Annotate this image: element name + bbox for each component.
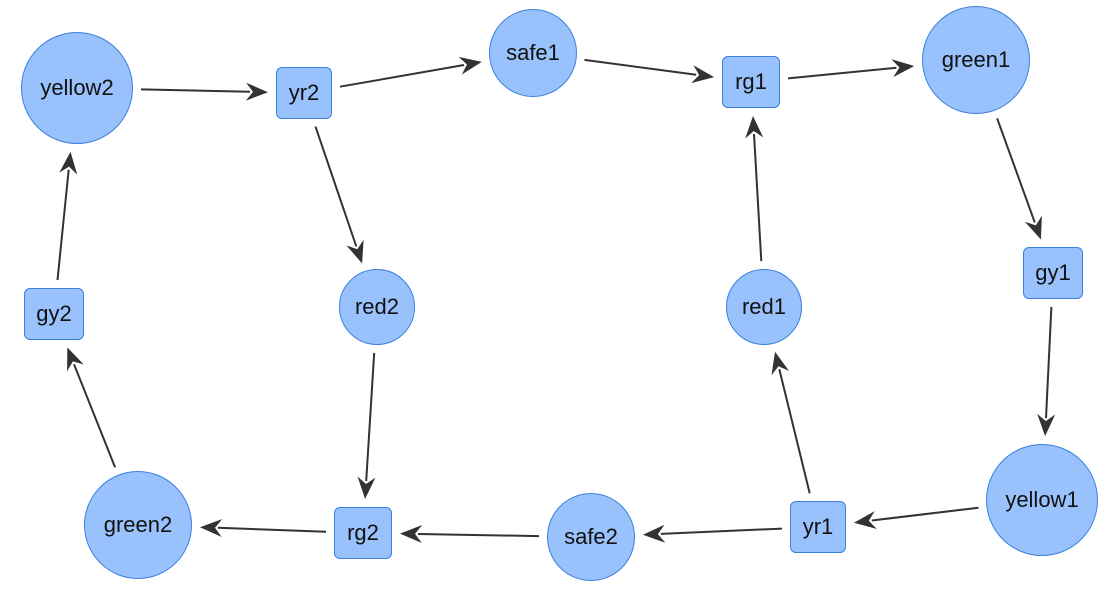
edge-yr2-to-red2 — [314, 126, 358, 247]
transition-gy2[interactable]: gy2 — [24, 288, 84, 340]
transition-gy1[interactable]: gy1 — [1023, 247, 1083, 299]
edge-green1-to-gy1 — [996, 117, 1036, 223]
transition-rg2[interactable]: rg2 — [334, 507, 392, 559]
arrowhead-yr2-to-safe1 — [458, 56, 482, 75]
place-yellow2[interactable]: yellow2 — [21, 32, 133, 144]
node-label: yellow2 — [40, 75, 114, 100]
node-label: yr2 — [288, 80, 320, 105]
node-label: red2 — [354, 294, 400, 319]
edge-rg1-to-green1 — [787, 66, 897, 80]
arrowhead-yellow1-to-yr1 — [853, 511, 877, 529]
edge-yellow2-to-yr2 — [140, 88, 251, 93]
place-green2[interactable]: green2 — [84, 471, 192, 579]
place-red1[interactable]: red1 — [726, 269, 802, 345]
edge-green2-to-gy2 — [73, 363, 117, 468]
arrowhead-yellow2-to-yr2 — [245, 82, 268, 101]
node-label: yr1 — [802, 514, 834, 539]
arrowhead-yr1-to-safe2 — [642, 524, 666, 543]
place-safe1[interactable]: safe1 — [489, 9, 577, 97]
place-green1[interactable]: green1 — [922, 6, 1030, 114]
transition-yr2[interactable]: yr2 — [276, 67, 332, 119]
arrowhead-yr1-to-red1 — [771, 351, 789, 376]
node-label: rg2 — [347, 520, 379, 545]
edge-red1-to-rg1 — [753, 133, 763, 262]
node-label: safe2 — [564, 524, 618, 549]
arrowhead-gy1-to-yellow1 — [1037, 413, 1056, 437]
node-label: safe1 — [506, 40, 560, 65]
edge-yellow1-to-yr1 — [871, 506, 979, 522]
arrowhead-safe2-to-rg2 — [400, 525, 423, 543]
arrowhead-rg2-to-green2 — [200, 519, 223, 537]
edge-yr2-to-safe1 — [339, 64, 465, 88]
edge-safe1-to-rg1 — [584, 58, 697, 76]
place-safe2[interactable]: safe2 — [547, 493, 635, 581]
arrowhead-gy2-to-yellow2 — [59, 151, 78, 175]
node-label: green1 — [941, 47, 1011, 72]
node-label: red1 — [741, 294, 787, 319]
node-label: gy1 — [1035, 260, 1071, 285]
edge-rg2-to-green2 — [217, 526, 327, 533]
place-yellow1[interactable]: yellow1 — [986, 444, 1098, 556]
node-label: green2 — [103, 512, 173, 537]
transition-yr1[interactable]: yr1 — [790, 501, 846, 553]
arrowhead-rg1-to-green1 — [891, 59, 915, 78]
arrowhead-red1-to-rg1 — [745, 116, 764, 139]
place-red2[interactable]: red2 — [339, 269, 415, 345]
edge-gy1-to-yellow1 — [1045, 306, 1053, 419]
arrowhead-red2-to-rg2 — [357, 476, 376, 499]
node-label: gy2 — [36, 301, 72, 326]
edge-yr1-to-red1 — [778, 368, 811, 494]
node-label: rg1 — [735, 69, 767, 94]
arrowhead-green1-to-gy1 — [1024, 215, 1042, 240]
arrowhead-safe1-to-rg1 — [691, 65, 715, 84]
arrowhead-green2-to-gy2 — [67, 347, 84, 372]
edge-safe2-to-rg2 — [417, 533, 540, 538]
node-label: yellow1 — [1005, 487, 1079, 512]
edge-yr1-to-safe2 — [660, 527, 783, 535]
edge-gy2-to-yellow2 — [56, 169, 70, 281]
arrowhead-yr2-to-red2 — [346, 239, 364, 264]
transition-rg1[interactable]: rg1 — [722, 56, 780, 108]
edge-red2-to-rg2 — [365, 352, 376, 482]
